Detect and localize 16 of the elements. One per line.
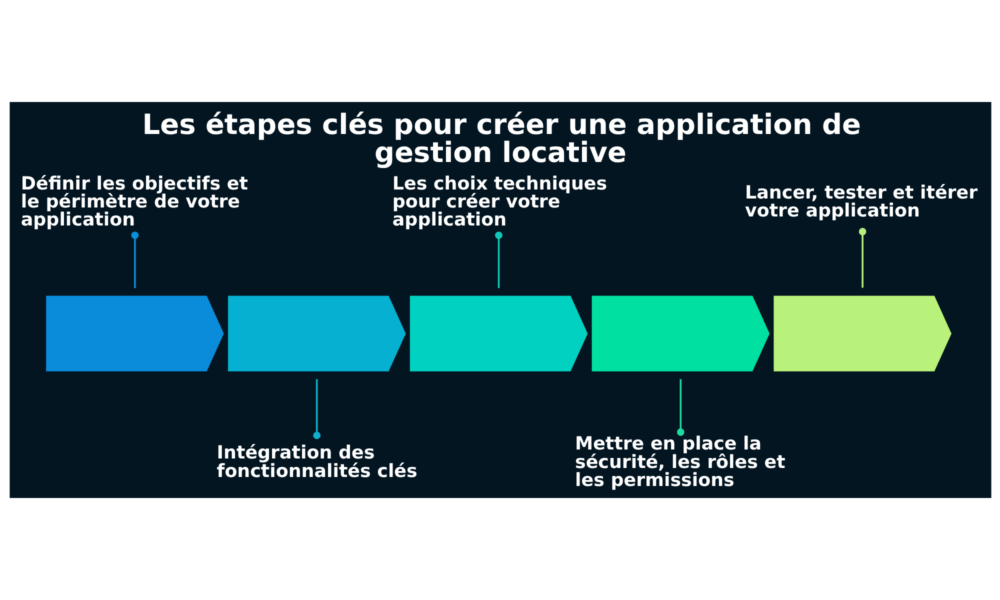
node-text: Les choix techniques pour créer votre application [392, 173, 607, 231]
node-text: Intégration des fonctionnalités clés [216, 442, 417, 482]
node-text: Lancer, tester et itérer votre application [744, 182, 978, 222]
connector [676, 379, 684, 436]
connector [130, 232, 138, 288]
node-chevron [409, 296, 588, 372]
node-text: Mettre en place la sécurité, les rôles et les permissions [574, 434, 785, 491]
connector [312, 379, 320, 440]
diagram-title: Les étapes clés pour créer une application de gestion locative [142, 108, 860, 170]
node-chevron [227, 296, 406, 372]
node-text: Définir les objectifs et le périmètre de votre application [20, 173, 248, 231]
node-chevron [591, 296, 770, 372]
node-chevron [46, 296, 224, 372]
connector [494, 232, 502, 288]
connector [858, 228, 866, 288]
node-chevron [773, 296, 951, 372]
